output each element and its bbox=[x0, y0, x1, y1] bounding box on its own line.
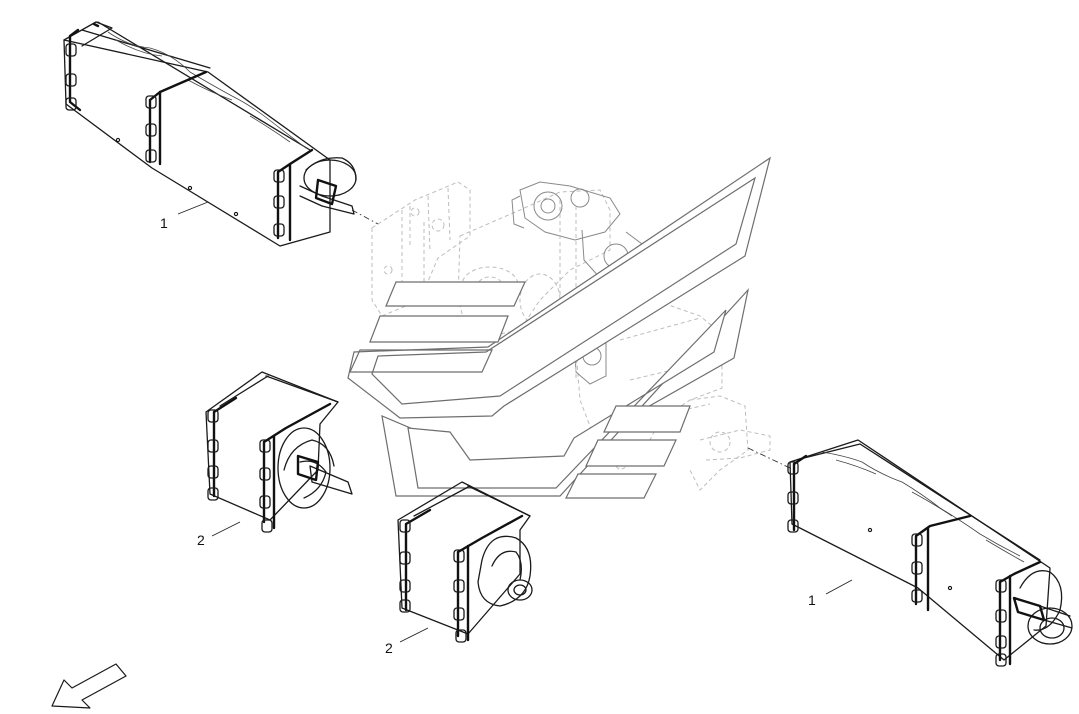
auger-housing-part-2-left bbox=[205, 371, 353, 533]
assembly-center-lines bbox=[351, 209, 791, 469]
callout-2-center: 2 bbox=[385, 640, 393, 656]
auger-housing-part-1-top bbox=[63, 21, 357, 247]
direction-arrow-icon bbox=[51, 663, 127, 709]
callout-group: 1 2 2 1 bbox=[160, 201, 853, 656]
callout-2-left: 2 bbox=[197, 532, 205, 548]
auger-housing-part-1-right bbox=[787, 439, 1073, 667]
manufacturer-watermark-logo bbox=[347, 156, 771, 499]
callout-1-right: 1 bbox=[808, 592, 816, 608]
auger-housing-part-2-center bbox=[397, 481, 533, 643]
callout-1-top: 1 bbox=[160, 215, 168, 231]
